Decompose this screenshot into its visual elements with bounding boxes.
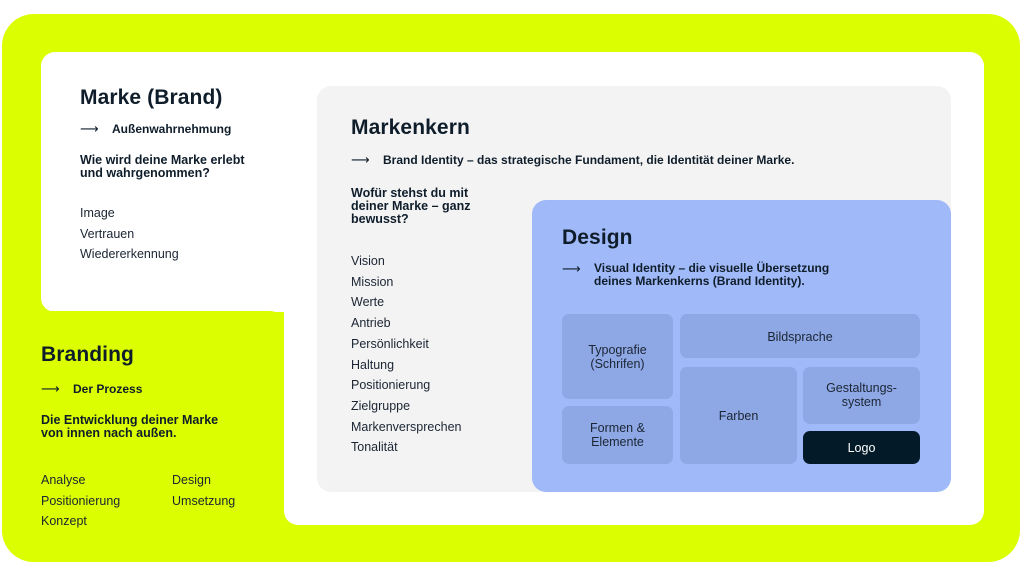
list-item: Zielgruppe [351,398,411,413]
branding-subtitle-row: ⟶ Der Prozess [41,382,142,396]
core-question-line: deiner Marke – ganz [351,199,471,213]
tile-label: (Schrifen) [590,356,645,371]
arrow-right-icon: ⟶ [41,381,60,396]
list-item: Vision [351,254,385,268]
tile-bildsprache: Bildsprache [680,314,920,358]
list-item: Image [80,206,115,220]
list-item: Tonalität [351,440,398,455]
tile-logo: Logo [803,431,920,464]
design-subtitle-row: ⟶ Visual Identity – die visuelle Überset… [562,262,829,288]
list-item: Positionierung [41,493,121,508]
branding-question-line: von innen nach außen. [41,426,177,440]
arrow-right-icon: ⟶ [351,152,370,167]
core-subtitle-row: ⟶ Brand Identity – das strategische Fund… [351,153,794,167]
tile-label: Logo [847,440,876,455]
tile-gestaltungssystem: Gestaltungs-system [803,367,920,424]
list-item: Antrieb [351,316,391,331]
tile-label: Gestaltungs- [826,381,897,395]
branding-items-col2: Design Umsetzung [172,470,235,511]
core-items: Vision Mission Werte Antrieb Persönlichk… [351,251,461,458]
brand-question-line: und wahrgenommen? [80,166,210,180]
brand-items: Image Vertrauen Wiedererkennung [80,203,179,265]
tile-label: Elemente [591,435,644,449]
tile-label: Farben [718,408,759,423]
core-subtitle: Brand Identity – das strategische Fundam… [383,153,795,167]
branding-subtitle: Der Prozess [73,382,143,396]
list-item: Mission [351,274,394,289]
tile-label: system [841,395,882,409]
brand-question: Wie wird deine Marke erlebt und wahrgeno… [80,154,245,180]
list-item: Werte [351,295,385,310]
branding-title: Branding [41,343,134,366]
branding-question: Die Entwicklung deiner Marke von innen n… [41,414,218,440]
list-item: Positionierung [351,378,431,393]
list-item: Design [172,473,211,487]
list-item: Konzept [41,514,87,529]
brand-question-line: Wie wird deine Marke erlebt [80,153,245,167]
core-title: Markenkern [351,116,470,139]
brand-title: Marke (Brand) [80,86,223,109]
list-item: Wiedererkennung [80,247,179,262]
list-item: Analyse [41,473,86,487]
core-question-line: Wofür stehst du mit [351,186,469,200]
branding-items-col1: Analyse Positionierung Konzept [41,470,120,532]
tile-farben: Farben [680,367,797,464]
tile-label: Typografie [588,342,647,357]
core-question: Wofür stehst du mit deiner Marke – ganz … [351,187,471,226]
design-subtitle-line: deines Markenkerns (Brand Identity). [594,274,805,288]
design-title: Design [562,226,633,249]
list-item: Persönlichkeit [351,336,429,351]
design-subtitle-line: Visual Identity – die visuelle Übersetzu… [594,261,830,275]
arrow-right-icon: ⟶ [562,261,581,276]
list-item: Umsetzung [172,493,236,508]
brand-subtitle-row: ⟶ Außenwahrnehmung [80,122,231,136]
branding-question-line: Die Entwicklung deiner Marke [41,413,219,427]
list-item: Vertrauen [80,226,135,241]
arrow-right-icon: ⟶ [80,121,99,136]
tile-label: Formen & [590,421,645,435]
list-item: Markenversprechen [351,419,462,434]
tile-typografie: Typografie(Schrifen) [562,314,673,399]
brand-subtitle: Außenwahrnehmung [112,122,232,136]
branding-panel [2,311,284,562]
tile-formen-elemente: Formen &Elemente [562,406,673,464]
design-subtitle: Visual Identity – die visuelle Übersetzu… [594,262,829,288]
core-question-line: bewusst? [351,212,409,226]
list-item: Haltung [351,357,395,372]
tile-label: Bildsprache [767,330,833,344]
